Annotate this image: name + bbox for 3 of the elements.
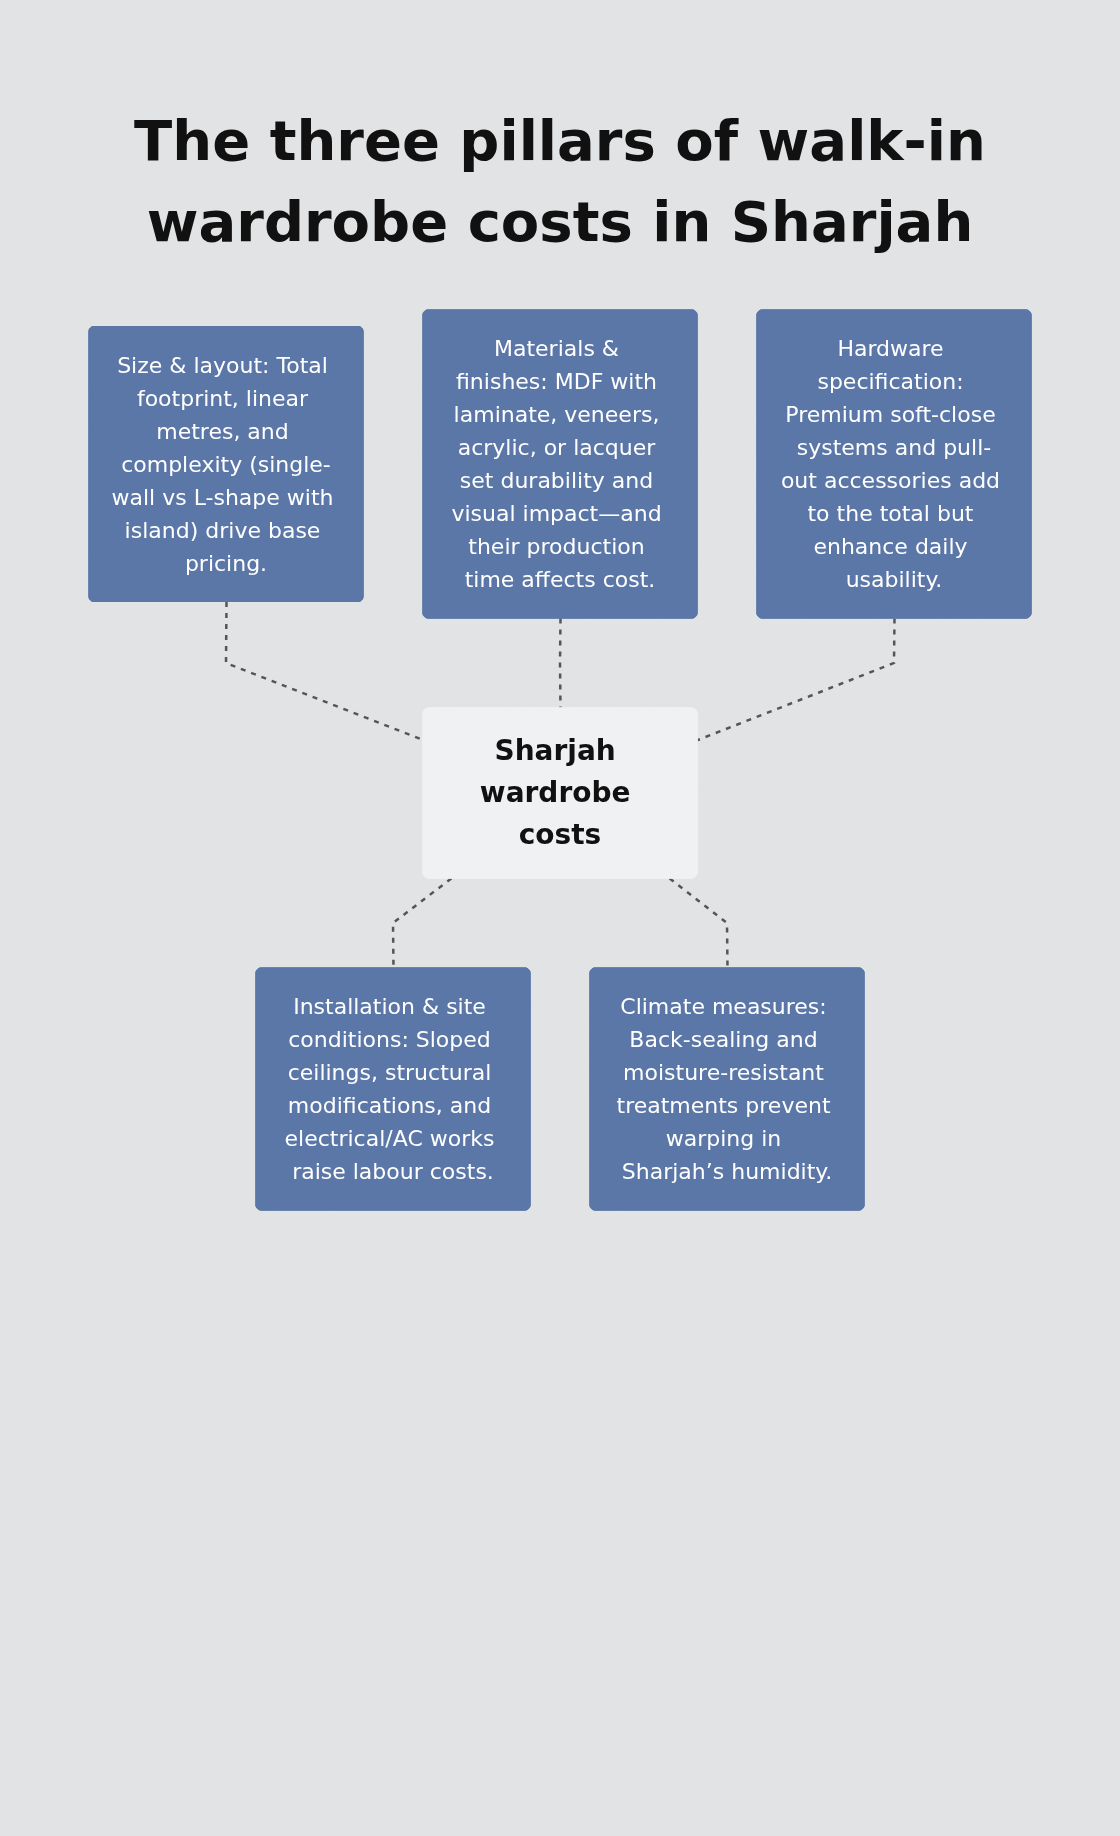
connector bbox=[697, 618, 896, 742]
title: The three pillars of walk-in wardrobe costs in Sharjah bbox=[133, 107, 987, 257]
connector bbox=[558, 618, 562, 709]
